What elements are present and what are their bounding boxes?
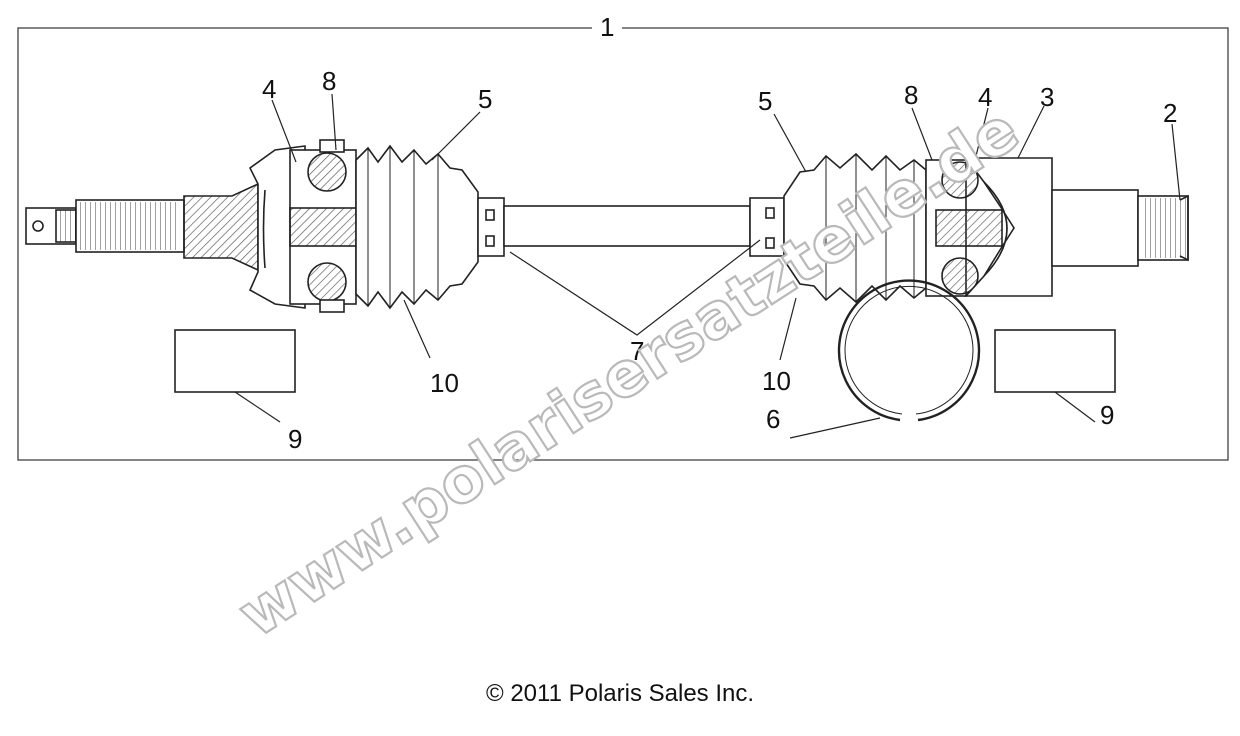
copyright-notice: © 2011 Polaris Sales Inc.	[485, 680, 755, 707]
callout-8-left: 8	[322, 66, 336, 96]
callout-10-right: 10	[762, 366, 791, 396]
right-joint-spider	[935, 209, 1003, 247]
callout-4-right: 4	[978, 82, 992, 112]
center-axle-shaft	[503, 205, 751, 247]
callout-9-right: 9	[1100, 400, 1114, 430]
callout-9-left: 9	[288, 424, 302, 454]
left-joint-ball-top	[307, 152, 347, 192]
right-info-box	[994, 329, 1116, 393]
right-stub-neck	[1051, 189, 1139, 267]
callout-6: 6	[766, 404, 780, 434]
snap-ring	[837, 279, 981, 422]
callout-4-left: 4	[262, 74, 276, 104]
callouts: 1 2 3 4 4 5 5 6 7 8 8 9 9 10 10	[262, 12, 1177, 454]
assembly-frame	[17, 27, 1229, 461]
callout-8-right: 8	[904, 80, 918, 110]
callout-10-left: 10	[430, 368, 459, 398]
right-joint-ball-bottom	[941, 257, 979, 295]
left-stub-neck	[183, 182, 259, 272]
left-cv-boot	[355, 144, 479, 310]
left-boot-collar	[477, 197, 505, 257]
callout-5-right: 5	[758, 86, 772, 116]
left-info-box	[174, 329, 296, 393]
callout-2: 2	[1163, 98, 1177, 128]
callout-1-gap	[592, 18, 622, 36]
left-joint-ball-bottom	[307, 262, 347, 302]
callout-5-left: 5	[478, 84, 492, 114]
callout-7: 7	[630, 336, 644, 366]
leader-lines	[234, 93, 1181, 439]
callout-3: 3	[1040, 82, 1054, 112]
right-cv-boot	[783, 152, 927, 304]
callout-1: 1	[600, 12, 614, 42]
right-joint-ball-top	[941, 161, 979, 199]
